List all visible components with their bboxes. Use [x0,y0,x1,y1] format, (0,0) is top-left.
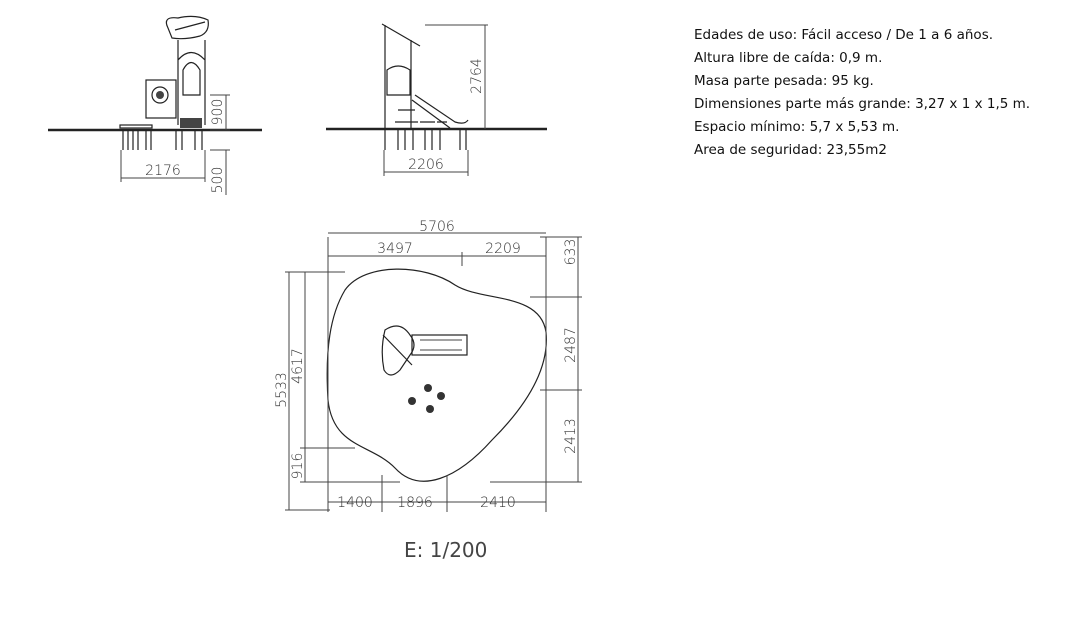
plan-bottom-middle: 1896 [397,495,433,511]
side-elevation: 2764 2206 [326,23,547,176]
spec-dimensions: Dimensiones parte más grande: 3,27 x 1 x… [694,96,1031,112]
plan-left-upper: 4617 [290,348,306,384]
plan-right-middle: 2487 [563,327,579,363]
spec-safety-area: Area de seguridad: 23,55m2 [694,142,887,158]
plan-bottom-left: 1400 [337,495,373,511]
front-depth-dim: 500 [210,167,226,194]
plan-top-left: 3497 [377,241,413,257]
safety-area-outline [326,268,547,482]
spec-mass: Masa parte pesada: 95 kg. [694,73,874,89]
side-height-dim: 2764 [469,58,485,94]
plan-right-top: 633 [563,239,579,266]
plan-top-right: 2209 [485,241,521,257]
plan-bottom-right: 2410 [480,495,516,511]
plan-right-bottom: 2413 [563,418,579,454]
specifications-list: Edades de uso: Fácil acceso / De 1 a 6 a… [694,24,1030,162]
front-height-dim: 900 [210,99,226,126]
plan-left-lower: 916 [290,453,306,480]
plan-total-width: 5706 [419,219,455,235]
side-width-dim: 2206 [408,157,444,173]
plan-view: 5706 3497 2209 633 2487 2413 5533 4617 9… [274,219,582,512]
spec-age: Edades de uso: Fácil acceso / De 1 a 6 a… [694,27,994,43]
spec-fall-height: Altura libre de caída: 0,9 m. [694,50,883,66]
front-elevation: 2176 900 500 [48,15,262,195]
front-width-dim: 2176 [145,163,181,179]
scale-label: E: 1/200 [404,538,488,562]
plan-left-total: 5533 [274,372,290,408]
spec-min-space: Espacio mínimo: 5,7 x 5,53 m. [694,119,900,135]
